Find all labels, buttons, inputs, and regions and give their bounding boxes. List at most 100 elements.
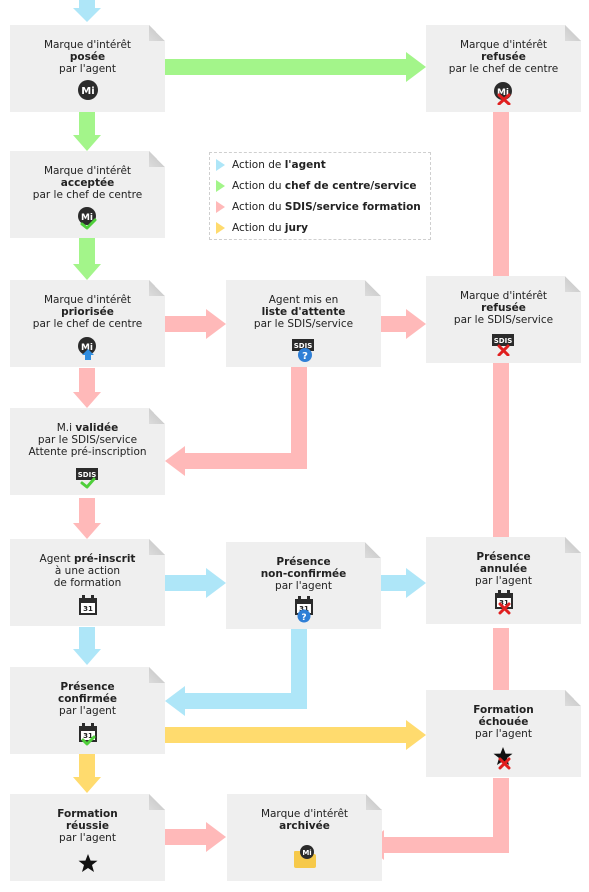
legend-label: Action du: [232, 180, 285, 192]
node-mi-archivee: Marque d'intérêt archivée Mi: [227, 794, 382, 881]
node-status: posée: [69, 51, 106, 63]
node-mi-validee: M.i validée par le SDIS/service Attente …: [10, 408, 165, 495]
sdis-question-icon: SDIS?: [291, 337, 317, 366]
node-line-1: Marque d'intérêt: [459, 290, 548, 302]
svg-text:?: ?: [301, 613, 306, 623]
node-line-2: à une action: [54, 565, 121, 577]
node-presence-non-confirmee: Présence non-confirmée par l'agent 31?: [226, 542, 381, 629]
arrow-reussie-to-archivee: [165, 822, 226, 852]
legend-item-sdis: Action du SDIS/service formation: [216, 200, 421, 214]
node-status: liste d'attente: [261, 306, 346, 318]
calendar-day-text: 31: [299, 605, 309, 613]
mi-refused-icon: Mi: [492, 81, 516, 108]
node-line-1: Formation: [57, 808, 118, 820]
node-status: réussie: [66, 820, 109, 832]
legend: Action de l'agent Action du chef de cent…: [209, 152, 431, 240]
node-formation-echouee: Formation échouée par l'agent: [426, 690, 581, 777]
node-line-1: Agent: [39, 553, 74, 565]
triangle-icon: [216, 180, 225, 192]
calendar-day-text: 31: [499, 599, 509, 607]
arrow-validee-to-preinscrit: [73, 498, 101, 539]
node-line-1: Formation: [473, 704, 534, 716]
sdis-refused-icon: SDIS: [491, 332, 517, 359]
sdis-icon-text: SDIS: [77, 471, 96, 479]
node-mi-acceptee: Marque d'intérêt acceptée par le chef de…: [10, 151, 165, 238]
legend-label-bold: chef de centre/service: [284, 180, 417, 192]
arrow-acceptee-to-priorisee: [73, 238, 101, 280]
node-line-3: par le chef de centre: [448, 63, 559, 75]
node-line-1: Présence: [60, 681, 115, 693]
node-line-1: Marque d'intérêt: [43, 294, 132, 306]
mi-icon-text: Mi: [81, 86, 94, 97]
legend-label: Action du: [232, 222, 285, 234]
calendar-cancel-icon: 31: [493, 589, 515, 618]
legend-label: Action de: [232, 159, 285, 171]
node-presence-annulee: Présence annulée par l'agent 31: [426, 537, 581, 624]
mi-icon-text: Mi: [80, 343, 92, 353]
arrow-attente-to-refusee: [380, 309, 426, 339]
node-status: confirmée: [57, 693, 118, 705]
node-line-3: par le SDIS/service: [253, 318, 354, 330]
sdis-icon-text: SDIS: [493, 337, 512, 345]
node-liste-attente: Agent mis en liste d'attente par le SDIS…: [226, 280, 381, 367]
mi-icon-text: Mi: [496, 88, 508, 98]
node-status: échouée: [478, 716, 529, 728]
node-line-3: par l'agent: [59, 832, 116, 844]
node-line-3: par l'agent: [475, 575, 532, 587]
node-line-3: Attente pré-inscription: [28, 446, 147, 458]
node-line-1: Présence: [476, 551, 531, 563]
node-status: archivée: [279, 820, 330, 832]
legend-item-agent: Action de l'agent: [216, 158, 326, 172]
sdis-icon-text: SDIS: [293, 342, 312, 350]
arrow-incoming-top: [73, 0, 101, 22]
node-line-1: Marque d'intérêt: [43, 39, 132, 51]
node-line-3: par l'agent: [475, 728, 532, 740]
node-status: priorisée: [61, 306, 114, 318]
calendar-question-icon: 31?: [292, 595, 316, 626]
mi-icon-text: Mi: [80, 213, 92, 223]
legend-item-jury: Action du jury: [216, 221, 308, 235]
node-line-3: par l'agent: [275, 580, 332, 592]
arrow-priorisee-to-validee: [73, 368, 101, 408]
node-presence-confirmee: Présence confirmée par l'agent 31: [10, 667, 165, 754]
mi-accepted-icon: Mi: [76, 206, 100, 233]
arrow-nonconfirmee-to-annulee: [380, 568, 426, 598]
star-icon: [78, 853, 98, 876]
node-line-3: par l'agent: [59, 705, 116, 717]
node-line-1: Marque d'intérêt: [43, 165, 132, 177]
node-line-1: Marque d'intérêt: [260, 808, 349, 820]
arrow-confirmee-to-echouee: [165, 720, 426, 750]
arrow-posee-to-acceptee: [73, 112, 101, 151]
calendar-check-icon: 31: [77, 722, 99, 749]
triangle-icon: [216, 222, 225, 234]
triangle-icon: [216, 159, 225, 171]
node-formation-reussie: Formation réussie par l'agent: [10, 794, 165, 881]
triangle-icon: [216, 201, 225, 213]
arrow-attente-to-validee: [165, 366, 307, 476]
svg-text:?: ?: [302, 351, 308, 362]
legend-item-chef: Action du chef de centre/service: [216, 179, 417, 193]
node-status: validée: [75, 422, 119, 434]
node-line-3: par l'agent: [59, 63, 116, 75]
calendar-day-text: 31: [83, 732, 93, 740]
node-mi-refusee-sdis: Marque d'intérêt refusée par le SDIS/ser…: [426, 276, 581, 363]
node-line-1: M.i: [56, 422, 76, 434]
mi-prioritized-icon: Mi: [76, 336, 100, 363]
legend-label-bold: jury: [284, 222, 308, 234]
node-mi-refusee-chef: Marque d'intérêt refusée par le chef de …: [426, 25, 581, 112]
node-mi-posee: Marque d'intérêt posée par l'agent Mi: [10, 25, 165, 112]
folder-mi-icon: Mi: [292, 844, 318, 873]
arrow-posee-to-refusee: [165, 52, 426, 82]
mi-icon-text: Mi: [302, 849, 311, 857]
arrow-priorisee-to-attente: [165, 309, 226, 339]
node-line-1: Présence: [276, 556, 331, 568]
node-line-3: de formation: [53, 577, 122, 589]
arrow-preinscrit-to-confirmee: [73, 627, 101, 665]
sdis-validated-icon: SDIS: [75, 466, 101, 493]
node-line-1: Marque d'intérêt: [459, 39, 548, 51]
node-status: annulée: [479, 563, 528, 575]
node-status: non-confirmée: [260, 568, 347, 580]
node-status: refusée: [481, 51, 526, 63]
node-mi-priorisee: Marque d'intérêt priorisée par le chef d…: [10, 280, 165, 367]
